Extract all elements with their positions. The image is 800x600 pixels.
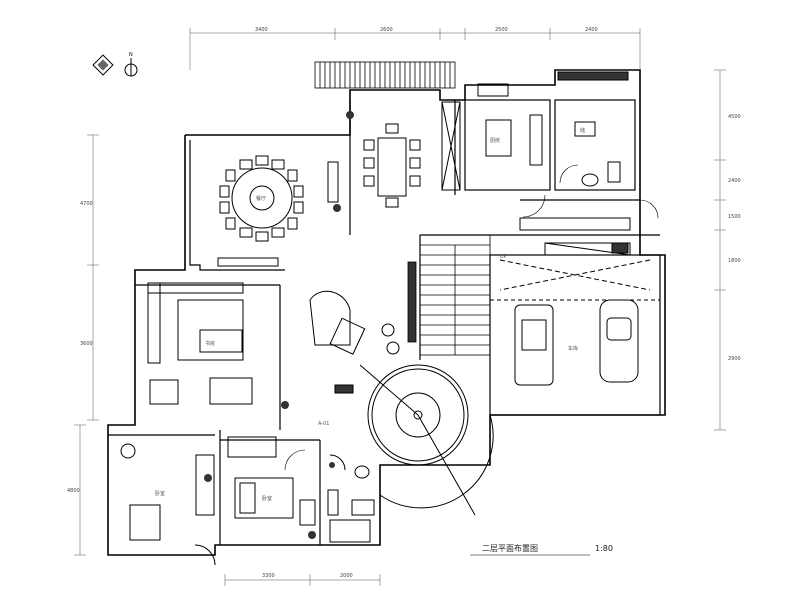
round-room bbox=[359, 364, 494, 516]
dim-right-3: 1500 bbox=[728, 214, 741, 220]
dim-left-1: 4700 bbox=[80, 201, 93, 207]
door-swings bbox=[284, 164, 659, 471]
dim-right-2: 2400 bbox=[728, 178, 741, 184]
kitchen-fixtures bbox=[441, 83, 543, 191]
dim-bottom-2: 2000 bbox=[340, 573, 353, 579]
stair-up-label: UP bbox=[500, 254, 507, 260]
staircase bbox=[407, 234, 491, 356]
dim-left-3: 4800 bbox=[67, 488, 80, 494]
corridor-cabinets bbox=[519, 217, 631, 256]
room-label-dining: 餐厅 bbox=[256, 195, 266, 202]
room-label-bedroom: 卧室 bbox=[262, 495, 272, 502]
bedroom-left-furniture bbox=[120, 443, 216, 566]
section-label: A-01 bbox=[318, 421, 329, 427]
drawing-title: 二层平面布置图 bbox=[482, 543, 538, 553]
dim-right-5: 2900 bbox=[728, 356, 741, 362]
drawing-scale: 1:80 bbox=[595, 544, 613, 553]
bedroom-furniture bbox=[227, 436, 316, 526]
dim-right-1: 4500 bbox=[728, 114, 741, 120]
dimension-lines bbox=[74, 28, 726, 586]
room-label-garage: 车库 bbox=[568, 345, 578, 352]
dim-top-4: 2400 bbox=[585, 27, 598, 33]
sideboard bbox=[327, 161, 339, 203]
dim-top-2: 2600 bbox=[380, 27, 393, 33]
round-dining-table bbox=[219, 155, 304, 242]
dim-top-3: 2500 bbox=[495, 27, 508, 33]
console-table bbox=[217, 257, 279, 267]
dim-left-2: 3600 bbox=[80, 341, 93, 347]
interior-walls bbox=[108, 99, 661, 545]
room-label-study: 书房 bbox=[205, 340, 215, 347]
top-balcony-hatch bbox=[314, 61, 456, 89]
room-label-kitchen: 厨房 bbox=[490, 137, 500, 144]
svg-text:N: N bbox=[129, 52, 133, 58]
bathroom-fixtures bbox=[327, 454, 375, 543]
upper-bath-fixtures bbox=[557, 71, 629, 187]
dim-top-1: 3400 bbox=[255, 27, 268, 33]
lounge-furniture bbox=[309, 290, 400, 394]
plant-icons bbox=[204, 111, 354, 539]
room-label-bedroom-left: 卧室 bbox=[155, 490, 165, 497]
garage bbox=[490, 259, 660, 386]
room-label-storage: 储 bbox=[580, 127, 585, 134]
dim-right-4: 1800 bbox=[728, 258, 741, 264]
rect-dining-table bbox=[363, 123, 421, 208]
exterior-walls bbox=[107, 69, 666, 556]
dim-bottom-1: 3300 bbox=[262, 573, 275, 579]
study-furniture bbox=[147, 282, 253, 405]
north-arrow-icon: N bbox=[124, 52, 138, 77]
compass-icon bbox=[92, 54, 114, 76]
